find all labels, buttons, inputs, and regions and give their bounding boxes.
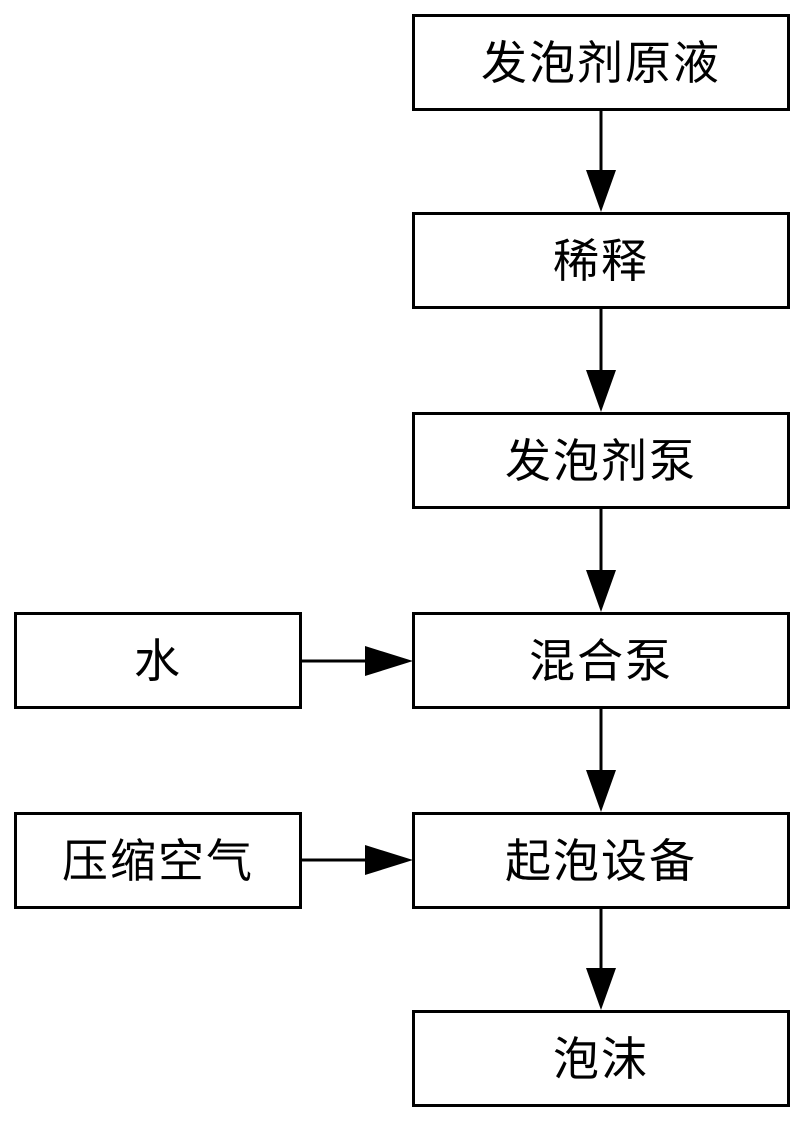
node-label: 压缩空气: [62, 833, 254, 888]
arrow-water-to-mixing-pump: [300, 646, 413, 676]
arrow-agent-pump-to-mixing-pump: [586, 508, 616, 612]
node-label: 稀释: [553, 233, 649, 288]
node-label: 泡沫: [553, 1031, 649, 1086]
arrow-foaming-equipment-to-foam: [586, 908, 616, 1010]
node-label: 发泡剂原液: [481, 35, 721, 90]
node-label: 混合泵: [529, 633, 673, 688]
node-dilution: 稀释: [412, 212, 790, 309]
arrow-stock-to-dilution: [586, 110, 616, 212]
node-foaming-agent-stock: 发泡剂原液: [412, 14, 790, 111]
node-label: 发泡剂泵: [505, 433, 697, 488]
arrow-air-to-foaming-equipment: [300, 845, 413, 875]
node-foaming-equipment: 起泡设备: [412, 812, 790, 909]
node-foaming-agent-pump: 发泡剂泵: [412, 412, 790, 509]
node-foam: 泡沫: [412, 1010, 790, 1107]
arrow-mixing-pump-to-foaming-equipment: [586, 708, 616, 812]
arrow-dilution-to-agent-pump: [586, 308, 616, 412]
node-compressed-air: 压缩空气: [14, 812, 302, 909]
node-label: 水: [134, 633, 182, 688]
node-water: 水: [14, 612, 302, 709]
node-mixing-pump: 混合泵: [412, 612, 790, 709]
node-label: 起泡设备: [505, 833, 697, 888]
